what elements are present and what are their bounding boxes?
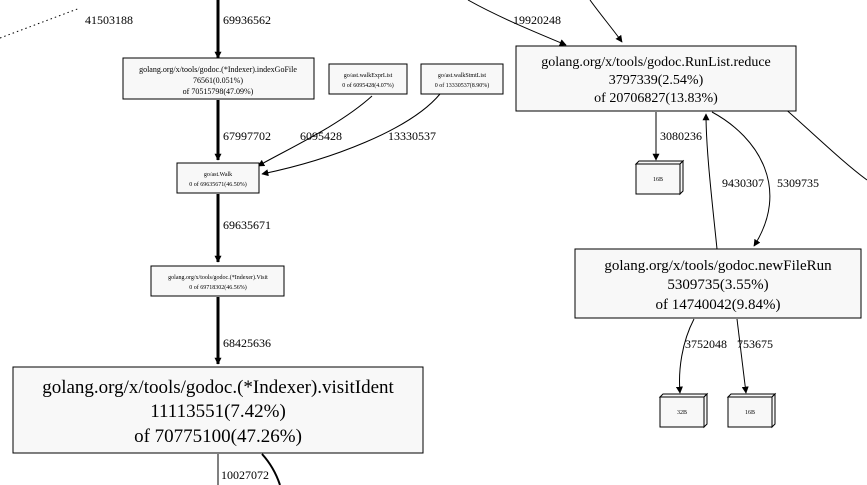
node-walk-expr-list-name: go/ast.walkExprList bbox=[344, 73, 393, 79]
edge-label-filerun-to-alloc-a: 3752048 bbox=[685, 337, 727, 351]
edge-label-visit-to-ident: 68425636 bbox=[223, 336, 271, 350]
node-runlist-reduce-name: golang.org/x/tools/godoc.RunList.reduce bbox=[541, 55, 771, 70]
alloc-box-filerun-a-label: 32B bbox=[677, 410, 687, 416]
node-indexer-visit-cum: 0 of 69718302(46.56%) bbox=[189, 284, 247, 291]
node-walk-stmt-list[interactable]: go/ast.walkStmtList 0 of 13330537(8.90%) bbox=[420, 63, 504, 95]
alloc-box-filerun-b[interactable]: 16B bbox=[726, 392, 777, 429]
node-indexer-visit[interactable]: golang.org/x/tools/godoc.(*Indexer).Visi… bbox=[150, 265, 285, 297]
node-new-file-run-name: golang.org/x/tools/godoc.newFileRun bbox=[604, 258, 832, 274]
edge-label-reduce-to-alloc: 3080236 bbox=[660, 129, 702, 143]
node-new-file-run-flat: 5309735(3.55%) bbox=[667, 277, 768, 293]
edge-into-reduce-b bbox=[589, 0, 623, 43]
edge-filerun-to-alloc-a bbox=[675, 318, 695, 394]
edge-label-left-diag-in: 41503188 bbox=[85, 13, 133, 27]
node-index-go-file-flat: 76561(0.051%) bbox=[193, 76, 243, 85]
edge-filerun-to-reduce bbox=[702, 113, 718, 250]
edge-label-walk-to-visit: 69635671 bbox=[223, 218, 271, 232]
edge-label-reduce-to-filerun: 5309735 bbox=[777, 176, 819, 190]
node-visit-ident-cum: of 70775100(47.26%) bbox=[134, 426, 302, 447]
node-visit-ident-flat: 11113551(7.42%) bbox=[150, 401, 286, 422]
alloc-box-reduce[interactable]: 16B bbox=[634, 159, 685, 196]
edge-label-index-to-walk: 67997702 bbox=[223, 129, 271, 143]
node-new-file-run[interactable]: golang.org/x/tools/godoc.newFileRun 5309… bbox=[574, 248, 862, 319]
node-walk-stmt-list-cum: 0 of 13330537(8.90%) bbox=[435, 82, 490, 89]
node-runlist-reduce[interactable]: golang.org/x/tools/godoc.RunList.reduce … bbox=[515, 45, 797, 112]
node-ast-walk[interactable]: go/ast.Walk 0 of 69635671(46.50%) bbox=[176, 162, 260, 194]
edge-ident-out-b bbox=[261, 453, 281, 485]
node-ast-walk-cum: 0 of 69635671(46.50%) bbox=[189, 181, 247, 188]
edge-stmtlist-to-walk bbox=[261, 93, 441, 177]
edge-label-filerun-to-reduce: 9430307 bbox=[722, 176, 764, 190]
edge-label-into-reduce: 19920248 bbox=[513, 13, 561, 27]
alloc-box-filerun-b-label: 16B bbox=[745, 410, 755, 416]
node-ast-walk-name: go/ast.Walk bbox=[204, 172, 232, 178]
node-index-go-file-name: golang.org/x/tools/godoc.(*Indexer).inde… bbox=[139, 65, 297, 74]
node-runlist-reduce-cum: of 20706827(13.83%) bbox=[594, 91, 718, 106]
edge-reduce-to-filerun bbox=[711, 111, 771, 247]
node-walk-stmt-list-name: go/ast.walkStmtList bbox=[438, 73, 487, 79]
edge-left-diag-in bbox=[0, 7, 81, 39]
edge-label-ident-out: 10027072 bbox=[221, 468, 269, 482]
node-index-go-file[interactable]: golang.org/x/tools/godoc.(*Indexer).inde… bbox=[122, 57, 315, 100]
node-walk-expr-list[interactable]: go/ast.walkExprList 0 of 6095428(4.07%) bbox=[328, 63, 408, 95]
alloc-box-reduce-label: 16B bbox=[653, 177, 663, 183]
edge-filerun-to-alloc-b bbox=[736, 318, 749, 394]
node-index-go-file-cum: of 70515798(47.09%) bbox=[183, 87, 254, 96]
node-runlist-reduce-flat: 3797339(2.54%) bbox=[609, 73, 704, 88]
edge-label-filerun-to-alloc-b: 753675 bbox=[737, 337, 773, 351]
edge-into-reduce-a bbox=[467, 0, 567, 46]
node-visit-ident[interactable]: golang.org/x/tools/godoc.(*Indexer).visi… bbox=[12, 366, 424, 454]
edge-label-into-index-go-file: 69936562 bbox=[223, 13, 271, 27]
node-new-file-run-cum: of 14740042(9.84%) bbox=[656, 297, 781, 313]
edge-label-stmtlist-to-walk: 13330537 bbox=[388, 129, 436, 143]
node-walk-expr-list-cum: 0 of 6095428(4.07%) bbox=[342, 82, 394, 89]
edge-label-exprlist-to-walk: 6095428 bbox=[300, 129, 342, 143]
alloc-box-filerun-a[interactable]: 32B bbox=[658, 392, 709, 429]
node-visit-ident-name: golang.org/x/tools/godoc.(*Indexer).visi… bbox=[42, 377, 394, 398]
edge-exprlist-to-walk bbox=[257, 95, 373, 167]
node-indexer-visit-name: golang.org/x/tools/godoc.(*Indexer).Visi… bbox=[168, 274, 268, 281]
edge-reduce-out-right bbox=[774, 99, 867, 181]
